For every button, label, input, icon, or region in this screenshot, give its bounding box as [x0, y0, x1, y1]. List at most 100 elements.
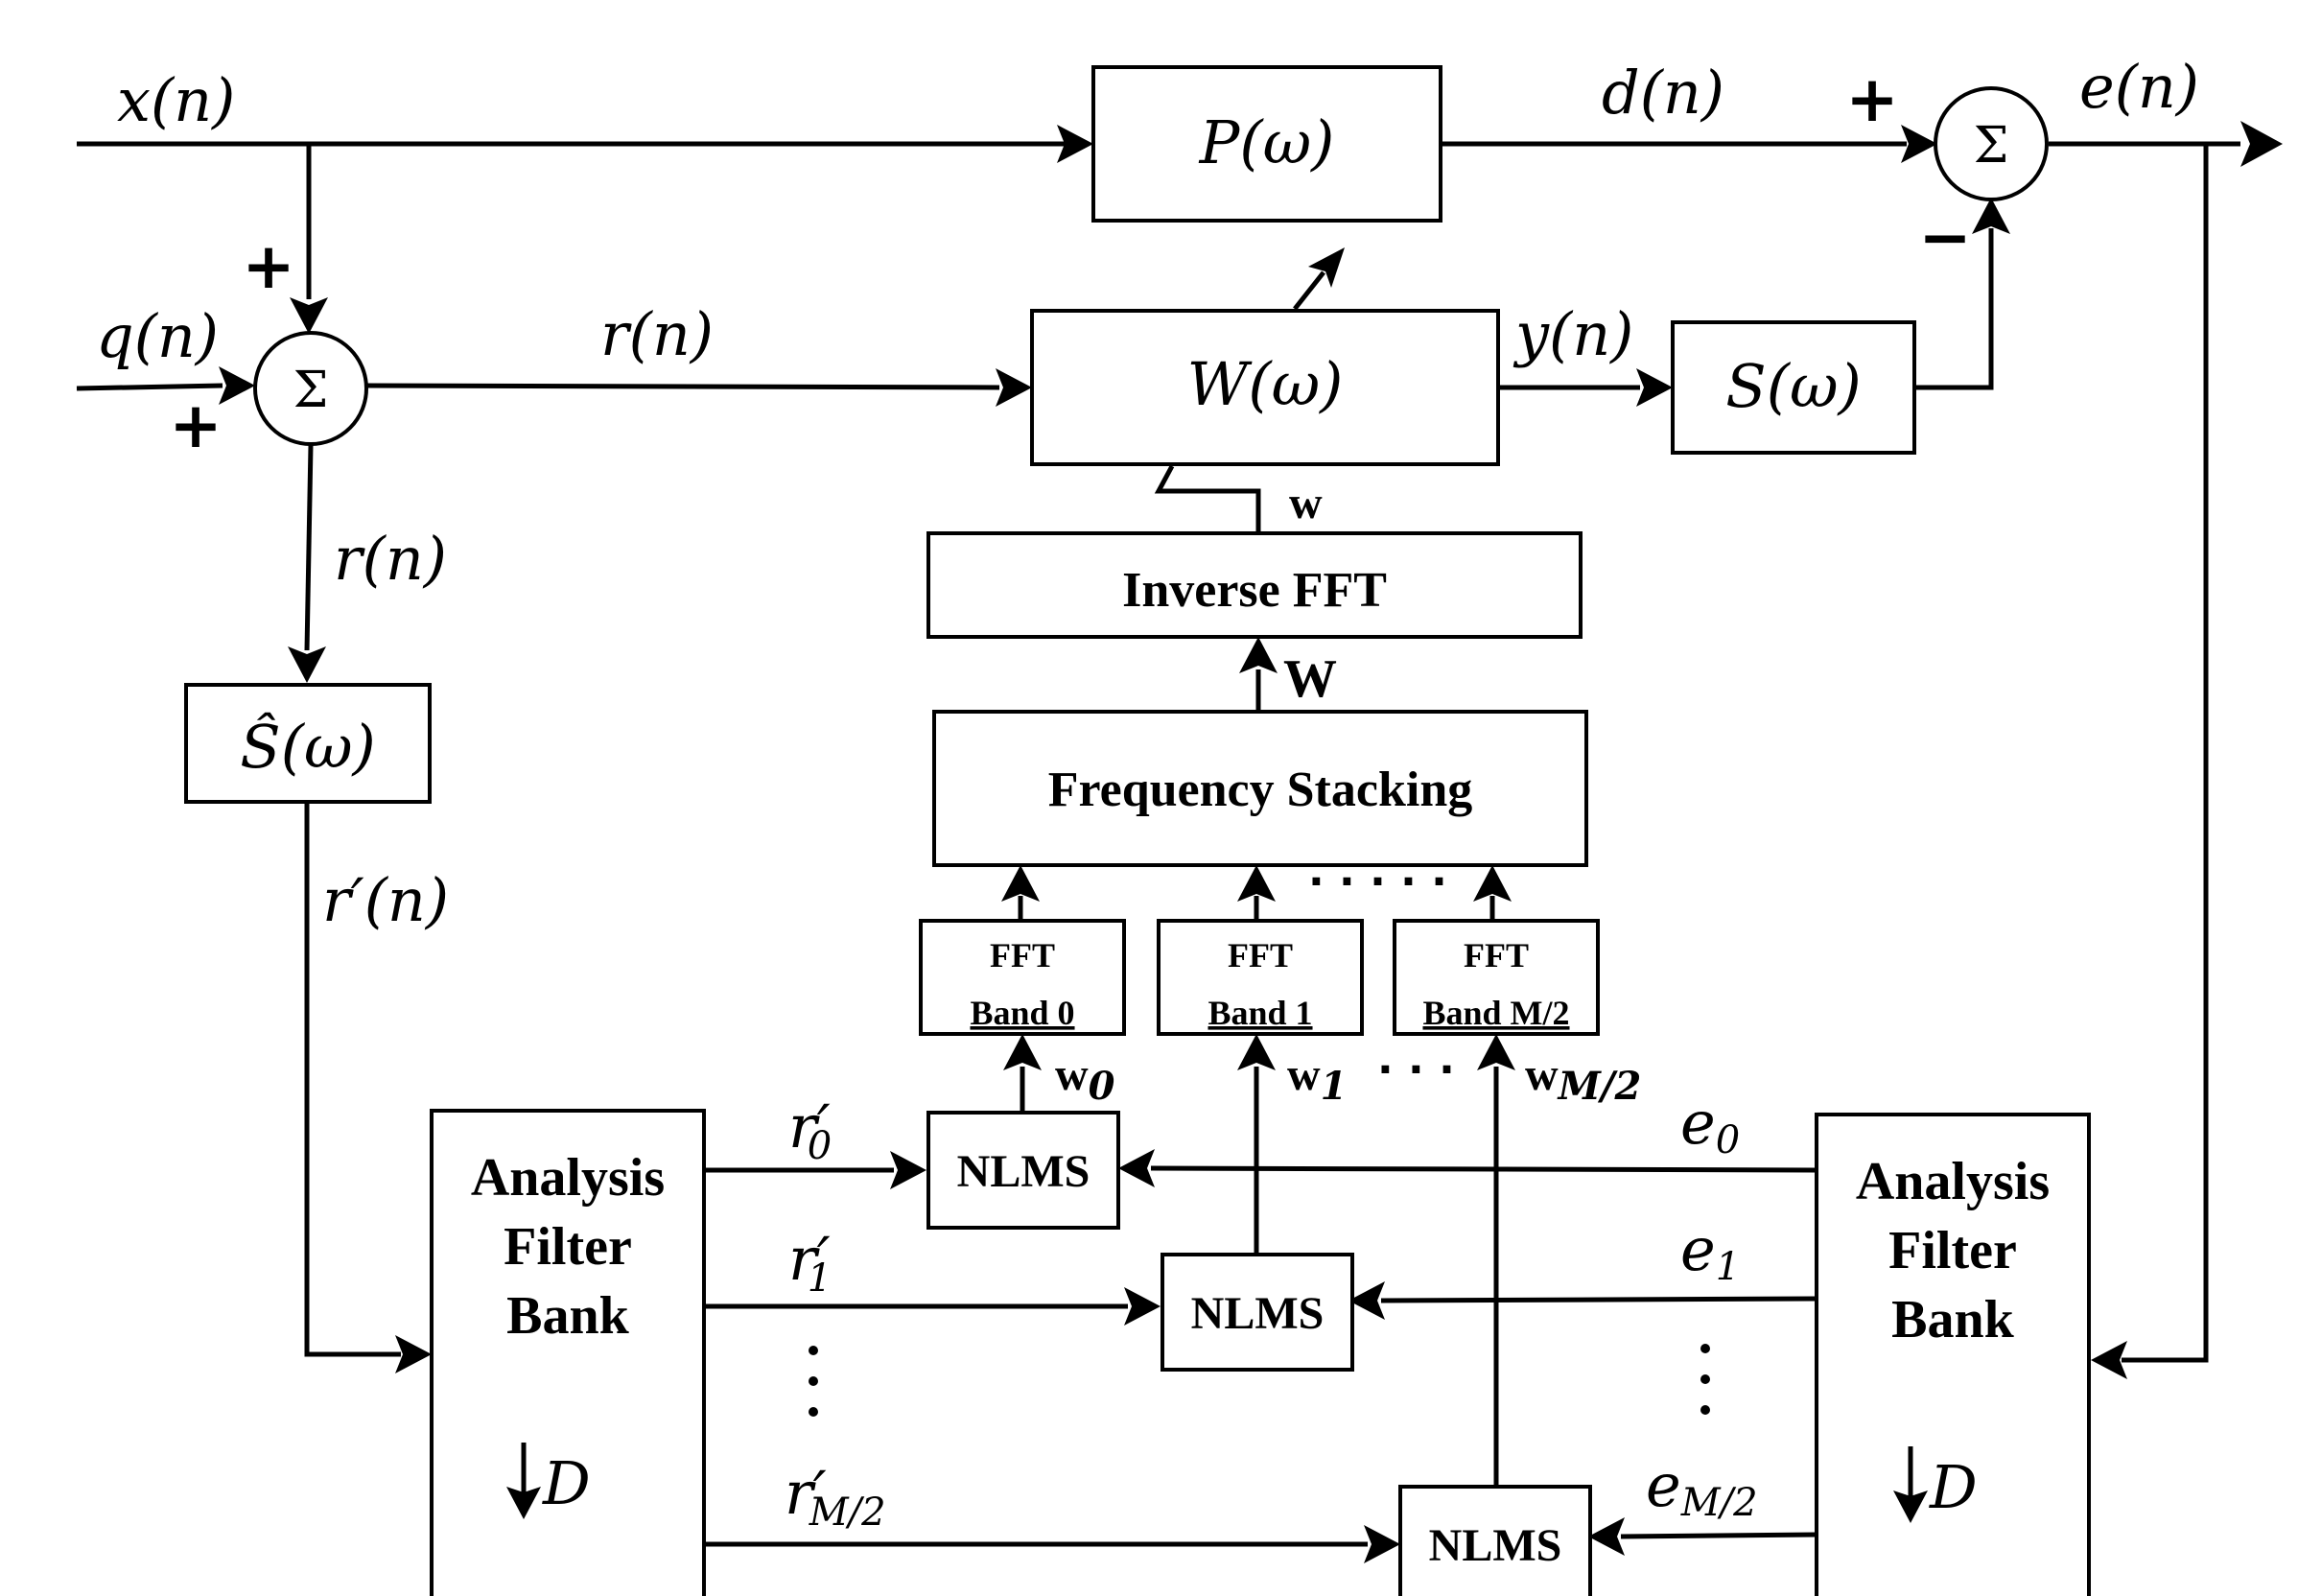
inverse-fft-block: [926, 531, 1583, 639]
sign-plus-q: +: [169, 388, 222, 462]
afb-right-line3: Bank: [1891, 1290, 2014, 1350]
nlms1-label: NLMS: [1191, 1288, 1325, 1339]
wire-r-to-W: [365, 383, 1000, 390]
fft-band1-line2: Band 1: [1208, 994, 1312, 1032]
arrowhead-r1-to-nlms1: [1124, 1287, 1161, 1326]
arrowhead-e0-to-nlms0: [1118, 1149, 1155, 1187]
S-block: [1671, 320, 1916, 455]
sign-plus-x: +: [242, 229, 294, 303]
S-label: S(ω): [1725, 351, 1861, 421]
arrowhead-into-afb-left: [395, 1335, 432, 1373]
fft-band0-line1: FFT: [990, 936, 1055, 974]
sign-minus-y: −: [1918, 200, 1971, 274]
nlms0-label: NLMS: [957, 1146, 1090, 1197]
label-wM: wM/2: [1525, 1049, 1641, 1109]
label-e1: e1: [1680, 1214, 1740, 1289]
afb-left-line2: Filter: [504, 1217, 632, 1277]
wire-e-to-afb: [2122, 144, 2209, 1363]
wires: [76, 121, 2283, 1563]
label-r1: r′1: [788, 1224, 832, 1301]
arrowhead-rM-to-nlmsM: [1364, 1525, 1400, 1563]
wire-e0-to-nlms0: [1150, 1165, 1817, 1173]
afb-right-line2: Filter: [1888, 1221, 2017, 1280]
arrowhead-eM-to-nlmsM: [1588, 1517, 1625, 1556]
frequency-stacking-block: [932, 710, 1588, 867]
arrowhead-into-ifft: [1239, 637, 1278, 673]
label-q: q(n): [96, 301, 219, 371]
arrowhead-fft1-to-stack: [1237, 865, 1276, 902]
W-block: [1030, 309, 1500, 466]
output-sum-symbol: Σ: [1974, 117, 2009, 175]
arrowhead-e-output: [2240, 121, 2283, 167]
nlms1-block: [1161, 1253, 1354, 1372]
W-label: W(ω): [1187, 349, 1344, 419]
label-y: y(n): [1512, 299, 1633, 369]
afb-left-line1: Analysis: [471, 1148, 665, 1208]
wire-ifft-to-W: [1154, 464, 1261, 533]
afb-right-line1: Analysis: [1856, 1152, 2050, 1211]
label-w0: w0: [1055, 1049, 1115, 1109]
downsample-arrowhead-left: [506, 1487, 541, 1519]
fft-bandM-line1: FFT: [1464, 936, 1529, 974]
arrowhead-into-W: [996, 368, 1032, 407]
arrowhead-into-P: [1057, 125, 1093, 163]
arrowhead-into-S: [1636, 368, 1673, 407]
downsample-label-left: D: [542, 1448, 591, 1518]
label-eM: eM/2: [1646, 1450, 1758, 1525]
output-sum-junction: [1934, 86, 2049, 201]
arrowhead-into-sum-left: [219, 366, 255, 405]
P-label: P(ω): [1199, 107, 1335, 177]
label-r-left: r(n): [334, 524, 447, 594]
nlmsM-block: [1398, 1485, 1592, 1596]
arrowhead-fftM-to-stack: [1473, 865, 1512, 902]
input-sum-junction: [253, 331, 368, 446]
S-hat-block: [184, 683, 432, 804]
sign-plus-d: +: [1845, 62, 1898, 136]
wire-W-adjust: [1293, 270, 1325, 311]
analysis-filter-bank-right: [1815, 1113, 2091, 1596]
frequency-stacking-label: Frequency Stacking: [1048, 763, 1473, 817]
arrowhead-into-afb-right: [2091, 1341, 2127, 1379]
wire-S-to-sum: [1914, 228, 1994, 390]
P-block: [1091, 65, 1442, 223]
S-hat-label: Ŝ(ω): [240, 712, 375, 782]
label-rM: r′M/2: [785, 1458, 886, 1535]
label-e: e(n): [2079, 52, 2199, 122]
fft-band0-block: [919, 919, 1126, 1036]
label-r-prime: r′(n): [322, 865, 449, 935]
arrowhead-nlmsM-to-fftM: [1477, 1034, 1515, 1070]
analysis-filter-bank-left: [430, 1109, 706, 1596]
label-e0: e0: [1680, 1088, 1740, 1162]
arrowhead-e1-to-nlms1: [1348, 1281, 1385, 1320]
label-r-top: r(n): [600, 299, 714, 369]
arrowhead-into-outsum-bottom: [1972, 198, 2010, 234]
afb-left-line3: Bank: [506, 1286, 629, 1346]
wire-eM-to-nlmsM: [1620, 1532, 1817, 1539]
label-d: d(n): [1602, 58, 1724, 128]
wire-rprime-to-afb: [304, 802, 401, 1357]
wire-e1-to-nlms1: [1380, 1296, 1817, 1303]
label-W-big: W: [1283, 649, 1337, 709]
arrowhead-into-outsum: [1901, 125, 1937, 163]
fft-band1-block: [1157, 919, 1364, 1036]
vertical-ellipsis-right: [1700, 1344, 1710, 1415]
label-w1: w1: [1287, 1049, 1348, 1109]
downsample-arrowhead-right: [1893, 1490, 1928, 1523]
nlms0-block: [926, 1111, 1120, 1230]
arrowhead-into-sum-top: [290, 297, 328, 334]
fft-band1-line1: FFT: [1228, 936, 1293, 974]
arrowhead-fft0-to-stack: [1001, 865, 1040, 902]
inverse-fft-label: Inverse FFT: [1122, 563, 1387, 618]
wire-r-to-Shat: [304, 444, 314, 651]
ellipsis-fft-row: · · · · ·: [1308, 857, 1447, 906]
label-x: x(n): [117, 65, 235, 135]
nlmsM-label: NLMS: [1429, 1520, 1562, 1571]
arrowhead-nlms0-to-fft0: [1003, 1034, 1042, 1070]
input-sum-symbol: Σ: [293, 362, 329, 419]
label-w-small: w: [1289, 478, 1323, 528]
vertical-ellipsis-left: [809, 1346, 818, 1417]
fft-bandM-block: [1393, 919, 1600, 1036]
label-r0: r′0: [788, 1091, 832, 1168]
arrowhead-W-adjust: [1308, 247, 1345, 288]
